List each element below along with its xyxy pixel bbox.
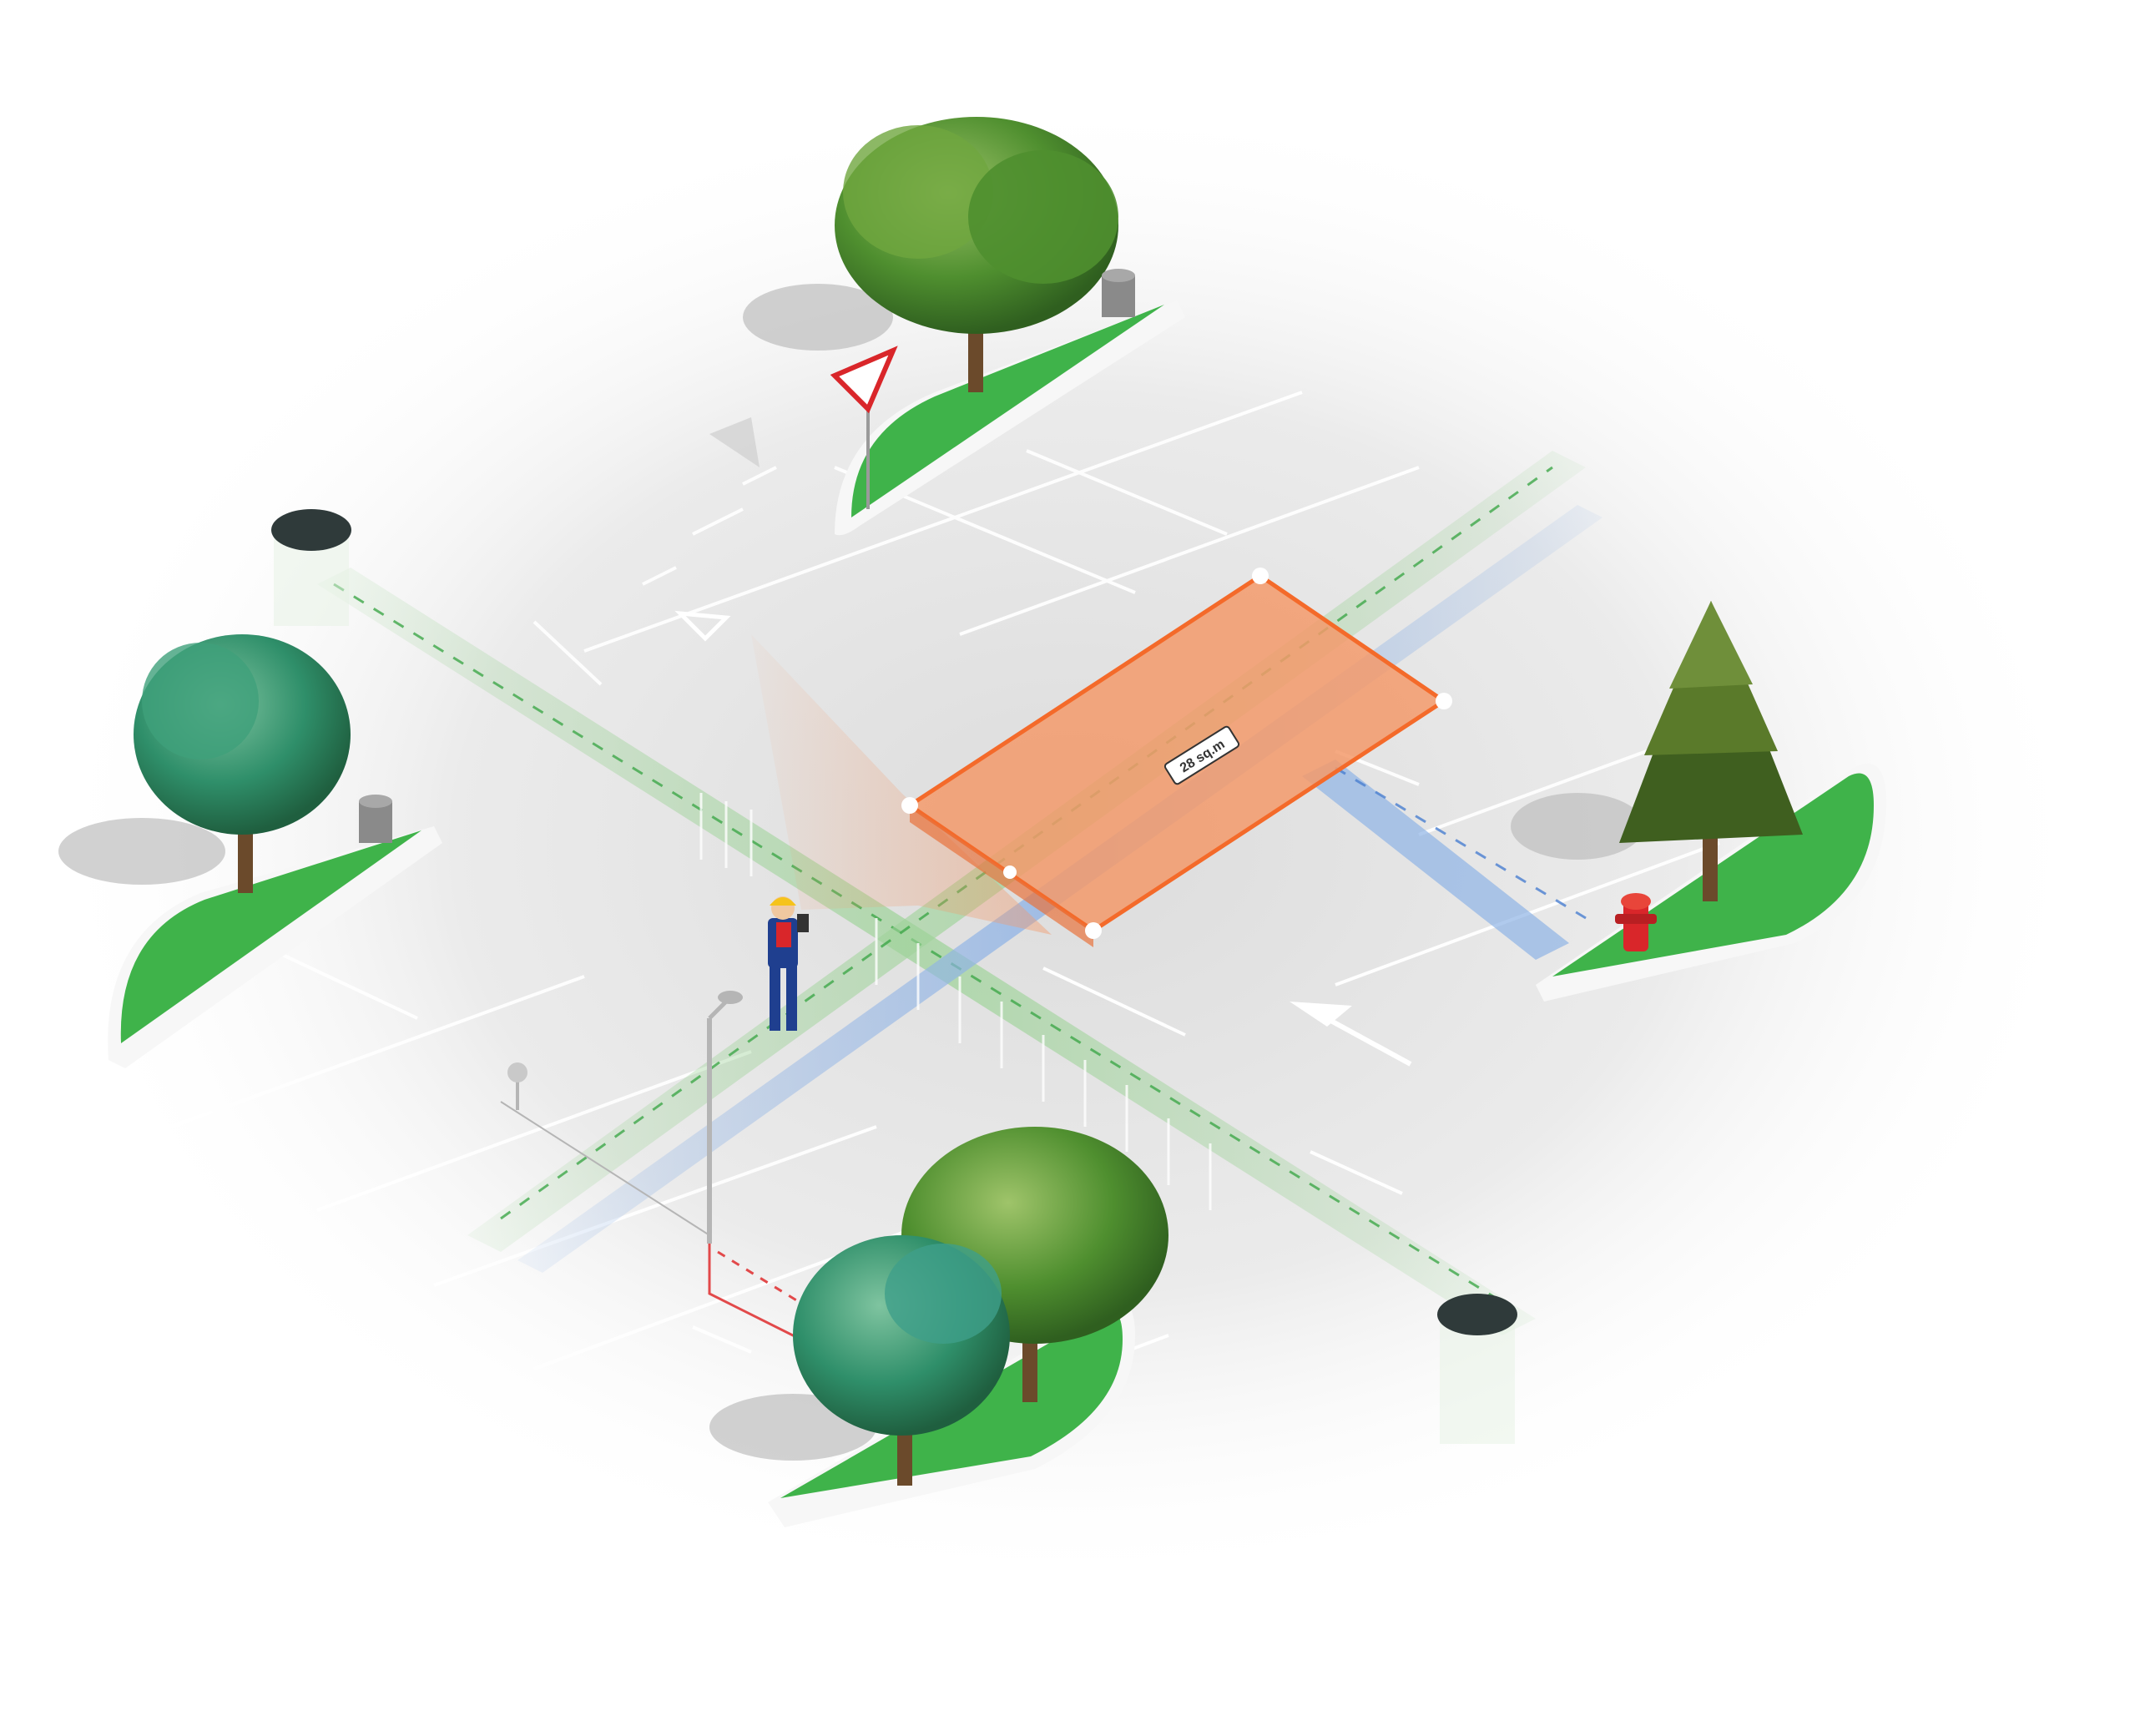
deciduous-tree-icon (793, 1235, 1010, 1486)
excavation-area: 28 sq.m (901, 568, 1452, 947)
manhole-icon (271, 509, 351, 626)
yield-sign-icon (709, 346, 898, 509)
fence-posts (699, 793, 1212, 1210)
direction-arrow-icon (1290, 1002, 1412, 1067)
grass-island-top (835, 300, 1185, 536)
deciduous-tree-icon (835, 117, 1118, 392)
street-lamp-icon (500, 991, 743, 1244)
manhole-icon (1437, 1294, 1517, 1444)
tree-shadows (58, 284, 1644, 1461)
worker-icon (768, 896, 809, 1031)
trash-bin-icon (1102, 269, 1135, 317)
fire-hydrant-icon (1615, 893, 1657, 951)
grass-island-left (108, 826, 442, 1068)
yield-marking-icon (674, 610, 731, 642)
trash-bin-icon (359, 795, 392, 843)
road-markings (124, 391, 1720, 1462)
pine-tree-icon (1619, 601, 1803, 901)
scan-cone (751, 634, 1052, 935)
deciduous-tree-icon (134, 634, 351, 893)
